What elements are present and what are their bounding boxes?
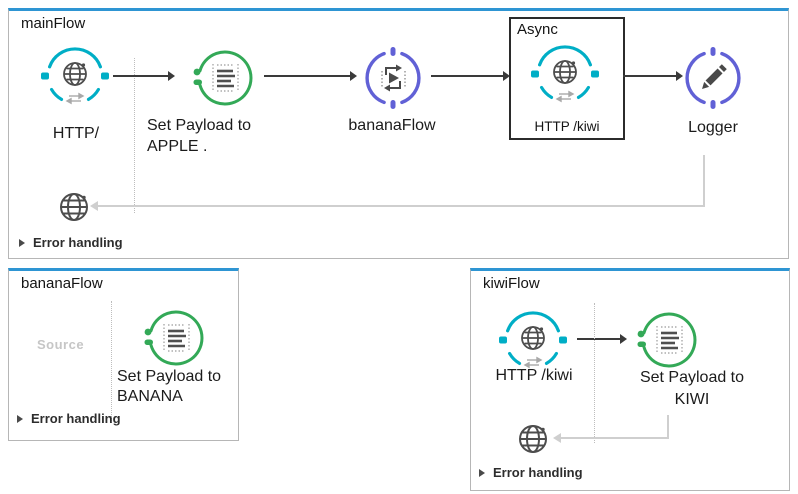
flow-title: bananaFlow <box>21 275 103 292</box>
node-label: Set Payload to APPLE . <box>147 117 252 155</box>
async-scope[interactable]: Async HTTP /kiwi <box>509 17 625 140</box>
source-placeholder: Source <box>37 337 85 352</box>
return-path-line <box>703 155 705 207</box>
source-processor-divider <box>111 301 112 423</box>
error-handling-toggle[interactable]: Error handling <box>19 235 123 250</box>
error-handling-label: Error handling <box>33 235 123 250</box>
disclosure-triangle-icon <box>19 238 25 247</box>
return-path-line <box>98 205 705 207</box>
http-request-icon[interactable] <box>531 43 599 107</box>
error-handling-label: Error handling <box>31 411 121 426</box>
exchange-arrows-icon <box>523 356 543 369</box>
response-globe-icon <box>519 425 547 453</box>
pencil-icon <box>702 64 727 89</box>
flow-title: mainFlow <box>21 15 86 32</box>
flow-reference-icon[interactable] <box>363 47 423 109</box>
node-label: Set Payload to KIWI <box>639 369 745 408</box>
globe-icon <box>553 60 577 84</box>
logger-icon[interactable] <box>683 47 743 109</box>
set-payload-icon[interactable] <box>144 307 204 369</box>
node-label: Logger <box>688 119 738 136</box>
globe-icon <box>521 326 545 350</box>
error-handling-toggle[interactable]: Error handling <box>479 465 583 480</box>
exchange-arrows-icon <box>555 90 575 103</box>
flow-container-bananaflow[interactable]: bananaFlow Source Set Payload to BANANA … <box>8 268 239 441</box>
connector-arrow <box>264 71 357 81</box>
connector-arrow <box>113 71 175 81</box>
node-label: HTTP/ <box>52 125 100 142</box>
node-label: HTTP /kiwi <box>534 119 600 134</box>
connector-arrow <box>577 334 627 344</box>
set-payload-icon[interactable] <box>637 309 697 371</box>
node-label: HTTP /kiwi <box>495 367 573 384</box>
error-handling-label: Error handling <box>493 465 583 480</box>
return-path-line <box>561 437 669 439</box>
connector-arrow <box>431 71 510 81</box>
flow-title: kiwiFlow <box>483 275 540 292</box>
set-payload-icon[interactable] <box>193 47 253 109</box>
http-listener-icon[interactable] <box>41 45 109 109</box>
connector-arrow <box>623 71 683 81</box>
node-label: bananaFlow <box>348 117 436 134</box>
disclosure-triangle-icon <box>17 414 23 423</box>
flow-container-mainflow[interactable]: mainFlow HTTP/ <box>8 8 789 259</box>
source-processor-divider <box>134 58 135 213</box>
globe-icon <box>63 62 87 86</box>
source-processor-divider <box>594 303 595 443</box>
flow-container-kiwiflow[interactable]: kiwiFlow HTTP /kiwi <box>470 268 790 491</box>
async-scope-title: Async <box>517 21 558 38</box>
return-path-line <box>667 415 669 439</box>
return-arrowhead <box>553 433 561 443</box>
http-listener-icon[interactable] <box>499 309 567 373</box>
exchange-arrows-icon <box>65 92 85 105</box>
return-arrowhead <box>90 201 98 211</box>
response-globe-icon <box>60 193 88 221</box>
disclosure-triangle-icon <box>479 468 485 477</box>
node-label: Set Payload to BANANA <box>117 368 222 405</box>
error-handling-toggle[interactable]: Error handling <box>17 411 121 426</box>
